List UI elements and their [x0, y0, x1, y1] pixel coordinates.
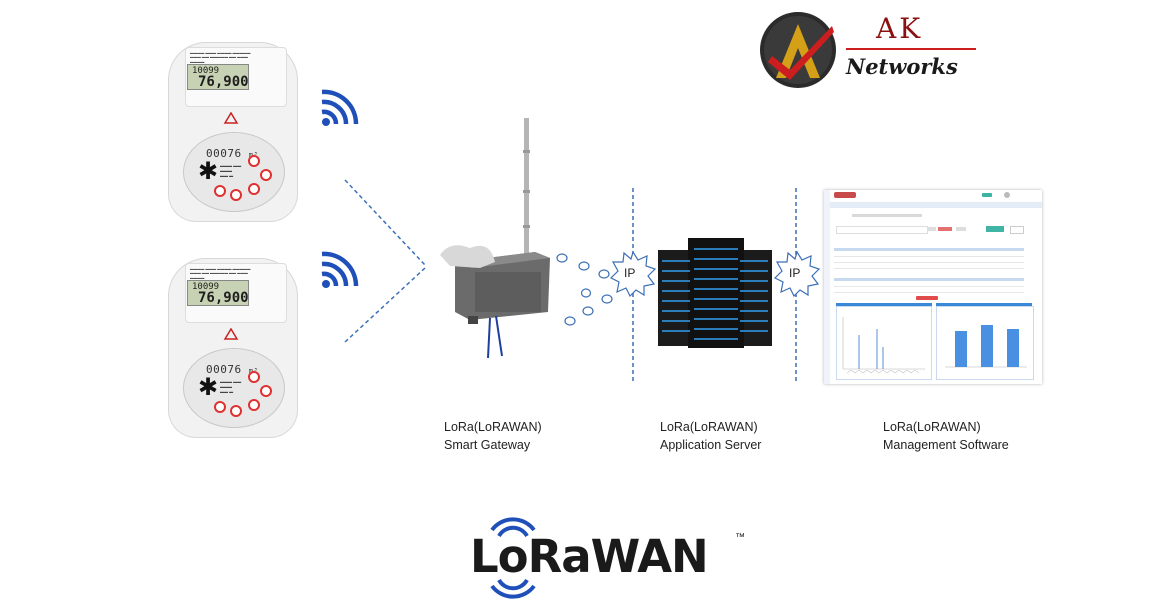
brand-initials: AK [876, 12, 924, 45]
sub-dial [248, 155, 260, 167]
sub-dial [214, 185, 226, 197]
lcd-line-1: 10099 [192, 66, 220, 76]
flow-star-icon: ✱ [198, 374, 219, 401]
ak-emblem-icon [760, 12, 836, 88]
meter-spec-line: ▬▬▬▬ [190, 59, 205, 64]
software-breadcrumb [830, 202, 1042, 208]
server-rack-icon [658, 238, 772, 348]
management-software-screenshot [824, 190, 1042, 384]
node-label-line: LoRa(LoRAWAN) [444, 420, 542, 434]
meter-brand-icon [223, 112, 239, 124]
sub-dial [248, 371, 260, 383]
lorawan-wordmark: LoRaWAN [470, 530, 709, 583]
lorawan-tm: ™ [735, 532, 745, 543]
sub-dial [230, 405, 242, 417]
node-label-line: LoRa(LoRAWAN) [660, 420, 758, 434]
link-meter2-gateway [344, 267, 426, 343]
node-label-line: Smart Gateway [444, 438, 531, 452]
node-label-software: LoRa(LoRAWAN) Management Software [883, 418, 1009, 454]
meter-spec-line: ▬▬▬▬ ▬▬▬ ▬▬▬▬ ▬▬▬▬▬ [190, 267, 251, 271]
meter-spec-line: ▬▬▬▬ [190, 275, 205, 280]
meter-spec-line: ▬▬▬ ▬▬ ▬▬▬▬▬ ▬▬ ▬▬▬ [190, 55, 248, 60]
water-meter-2: ▬▬▬▬ ▬▬▬ ▬▬▬▬ ▬▬▬▬▬ ▬▬▬ ▬▬ ▬▬▬▬▬ ▬▬ ▬▬▬ … [163, 258, 303, 438]
meter-dial: 00076 m³ ✱ ▬▬▬ ▬▬▬▬▬▬▬ ▬ [183, 132, 285, 212]
flow-star-icon: ✱ [198, 158, 219, 185]
lorawan-wave-icon [490, 517, 536, 599]
brand-name: Networks [846, 54, 958, 79]
meter-lcd-display: 10099 76,900 [187, 64, 249, 90]
meter-lcd-display: 10099 76,900 [187, 280, 249, 306]
sub-dial [230, 189, 242, 201]
wifi-signal-icon [321, 89, 359, 126]
node-label-line: Application Server [660, 438, 762, 452]
node-label-server: LoRa(LoRAWAN) Application Server [660, 418, 761, 454]
wifi-signal-icon [321, 251, 359, 288]
meter-spec-line: ▬▬▬▬ ▬▬▬ ▬▬▬▬ ▬▬▬▬▬ [190, 51, 251, 55]
software-logo [834, 192, 856, 198]
node-label-line: LoRa(LoRAWAN) [883, 420, 981, 434]
ak-networks-logo: AK Networks [758, 10, 998, 90]
lcd-line-2: 76,900 [198, 74, 249, 90]
brand-underline [846, 48, 976, 50]
daily-consumption-panel [836, 306, 932, 380]
sub-dial [260, 169, 272, 181]
water-meter-1: ▬▬▬▬ ▬▬▬ ▬▬▬▬ ▬▬▬▬▬ ▬▬▬ ▬▬ ▬▬▬▬▬ ▬▬ ▬▬▬ … [163, 42, 303, 222]
meter-spec-line: ▬▬▬ ▬▬ ▬▬▬▬▬ ▬▬ ▬▬▬ [190, 271, 248, 276]
ip-label: IP [789, 266, 801, 280]
lorawan-logo: LoRaWAN ™ [470, 516, 760, 602]
smart-gateway-device [440, 118, 550, 359]
sub-dial [248, 183, 260, 195]
link-meter1-gateway [344, 179, 426, 266]
antenna-icon [524, 118, 529, 258]
ip-label: IP [624, 266, 636, 280]
lcd-line-1: 10099 [192, 282, 220, 292]
monthly-consumption-panel [936, 306, 1034, 380]
odometer-value: 00076 [206, 363, 242, 376]
wireless-bubbles [556, 253, 613, 326]
node-label-line: Management Software [883, 438, 1009, 452]
odometer-value: 00076 [206, 147, 242, 160]
sub-dial [214, 401, 226, 413]
node-label-gateway: LoRa(LoRAWAN) Smart Gateway [444, 418, 542, 454]
lcd-line-2: 76,900 [198, 290, 249, 306]
sub-dial [248, 399, 260, 411]
software-sidebar [824, 190, 830, 384]
meter-dial: 00076 m³ ✱ ▬▬▬ ▬▬▬▬▬▬▬ ▬ [183, 348, 285, 428]
sub-dial [260, 385, 272, 397]
meter-brand-icon [223, 328, 239, 340]
